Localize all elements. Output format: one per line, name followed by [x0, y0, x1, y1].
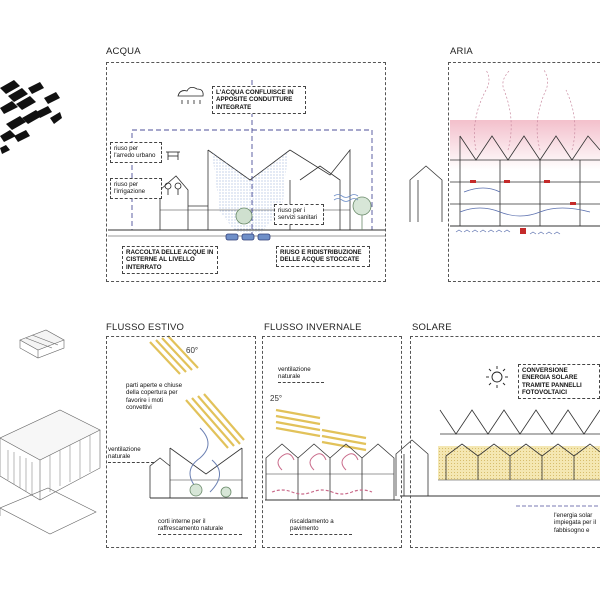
estivo-frame [106, 336, 256, 548]
invernale-angle: 25° [270, 394, 283, 403]
acqua-note-confluence: L'ACQUA CONFLUISCE IN APPOSITE CONDUTTUR… [212, 86, 306, 114]
estivo-title: FLUSSO ESTIVO [106, 322, 185, 333]
rain-cloud-icon [177, 87, 204, 104]
acqua-note-irrigation: riuso per l'irrigazione [110, 178, 162, 199]
invernale-note-floor: riscaldamento a pavimento [290, 518, 352, 535]
acqua-section-drawing [108, 80, 385, 241]
aria-frame [448, 62, 600, 282]
solare-title: SOLARE [412, 322, 452, 333]
solare-note-conversion: CONVERSIONE ENERGIA SOLARE TRAMITE PANNE… [518, 364, 600, 400]
estivo-note-courts: corti interne per il raffrescamento natu… [158, 518, 242, 535]
estivo-note-roof: parti aperte e chiuse della copertura pe… [126, 382, 183, 411]
acqua-note-urban: riuso per l'arredo urbano [110, 142, 162, 163]
invernale-note-vent: ventilazione naturale [278, 366, 324, 383]
aria-title: ARIA [450, 46, 473, 57]
acqua-note-sanitary: riuso per i servizi sanitari [274, 204, 324, 225]
estivo-angle: 60° [186, 346, 199, 355]
solare-frame [410, 336, 600, 548]
invernale-frame [262, 336, 402, 548]
sun-icon [486, 366, 508, 388]
estivo-note-vent: ventilazione naturale [108, 446, 154, 463]
acqua-title: ACQUA [106, 46, 141, 57]
acqua-frame [106, 62, 386, 282]
acqua-note-reuse: RIUSO E RIDISTRIBUZIONE DELLE ACQUE STOC… [276, 246, 370, 267]
aria-section-drawing [409, 69, 600, 235]
solare-section-drawing [395, 366, 600, 507]
solar-panel-icon [439, 409, 600, 435]
invernale-section-drawing [265, 408, 400, 501]
acqua-note-cisterns: RACCOLTA DELLE ACQUE IN CISTERNE AL LIVE… [122, 246, 218, 274]
bench-icon [166, 151, 180, 160]
building-axon [0, 329, 101, 535]
invernale-title: FLUSSO INVERNALE [264, 322, 362, 333]
solar-panel-array-axon [0, 80, 62, 154]
estivo-section-drawing [149, 335, 248, 499]
solare-note-energy: l'energia solar impiegata per il fabbiso… [554, 512, 596, 534]
tree-icon [164, 182, 182, 195]
